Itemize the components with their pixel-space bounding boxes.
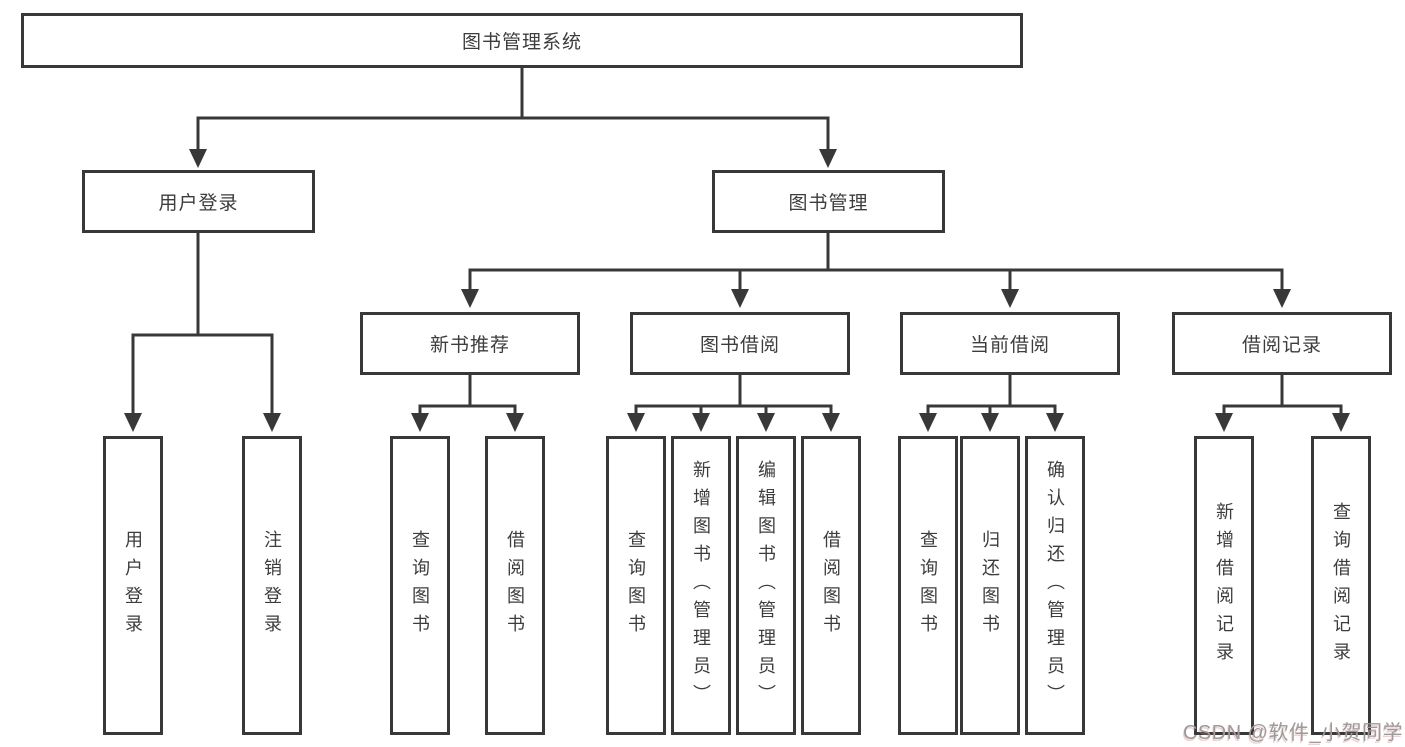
arrowhead-icons (124, 149, 1350, 432)
leaf-borrow-books-2: 借阅图书 (801, 436, 861, 735)
leaf-query-books-2: 查询图书 (606, 436, 666, 735)
leaf-query-books-3: 查询图书 (898, 436, 958, 735)
node-user-login: 用户登录 (82, 170, 315, 233)
leaf-user-login: 用户登录 (103, 436, 163, 735)
leaf-logout: 注销登录 (242, 436, 302, 735)
node-book-management: 图书管理 (712, 170, 945, 233)
node-current-borrowing: 当前借阅 (900, 312, 1120, 375)
leaf-add-borrow-record: 新增借阅记录 (1194, 436, 1254, 735)
node-new-book-recommend: 新书推荐 (360, 312, 580, 375)
leaf-query-borrow-record: 查询借阅记录 (1311, 436, 1371, 735)
csdn-watermark: CSDN @软件_小贺同学 (1183, 722, 1404, 744)
node-root-library-system: 图书管理系统 (21, 13, 1023, 68)
leaf-confirm-return-admin: 确认归还（管理员） (1025, 436, 1085, 735)
node-borrowing-records: 借阅记录 (1172, 312, 1392, 375)
leaf-query-books-1: 查询图书 (390, 436, 450, 735)
leaf-edit-books-admin: 编辑图书（管理员） (736, 436, 796, 735)
node-book-borrowing: 图书借阅 (630, 312, 850, 375)
leaf-add-books-admin: 新增图书（管理员） (671, 436, 731, 735)
leaf-borrow-books-1: 借阅图书 (485, 436, 545, 735)
leaf-return-books: 归还图书 (960, 436, 1020, 735)
